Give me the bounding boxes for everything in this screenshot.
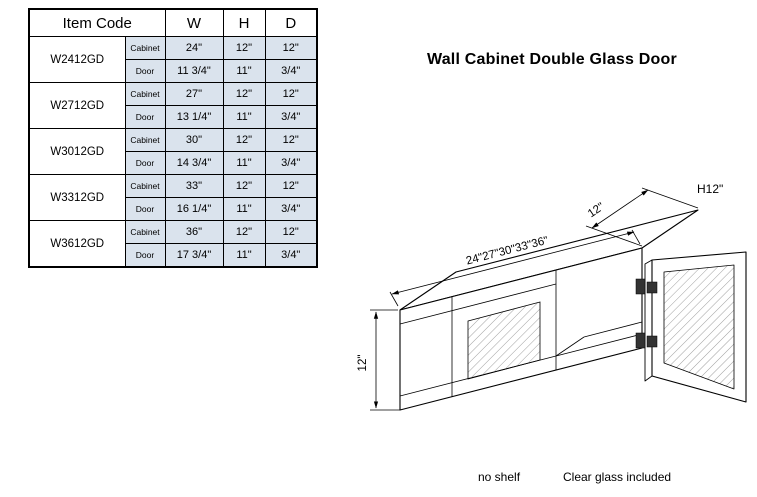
door-w-cell: 17 3/4" [164, 243, 224, 268]
cabinet-h-cell: 12" [222, 82, 266, 106]
door-h-cell: 11" [222, 105, 266, 129]
row-label-door: Door [124, 105, 166, 129]
row-label-door: Door [124, 243, 166, 268]
table-row: W3012GD Cabinet 30" 12" 12" [28, 128, 318, 175]
cabinet-interior-lines [555, 321, 643, 357]
page-title: Wall Cabinet Double Glass Door [427, 51, 677, 68]
cabinet-h-cell: 12" [222, 220, 266, 244]
door-w-cell: 16 1/4" [164, 197, 224, 221]
door-h-cell: 11" [222, 151, 266, 175]
cabinet-h-cell: 12" [222, 36, 266, 60]
row-label-door: Door [124, 151, 166, 175]
item-code-cell: W3312GD [28, 174, 126, 221]
cabinet-d-cell: 12" [264, 220, 318, 244]
hinge-icon [635, 332, 646, 349]
cabinet-h-cell: 12" [222, 128, 266, 152]
cabinet-w-cell: 33" [164, 174, 224, 198]
door-glass [663, 264, 735, 390]
height-dim-label: 12" [357, 355, 369, 372]
hinge-icon [635, 278, 646, 295]
item-code-cell: W3612GD [28, 220, 126, 268]
cabinet-w-cell: 27" [164, 82, 224, 106]
door-h-cell: 11" [222, 59, 266, 83]
row-label-door: Door [124, 59, 166, 83]
hinge-icon [646, 335, 658, 348]
door-w-cell: 11 3/4" [164, 59, 224, 83]
cabinet-d-cell: 12" [264, 36, 318, 60]
depth-dim-label: 12" [586, 201, 607, 220]
row-label-cabinet: Cabinet [124, 128, 166, 152]
door-d-cell: 3/4" [264, 151, 318, 175]
table-row: W3312GD Cabinet 33" 12" 12" [28, 174, 318, 221]
header-d: D [264, 8, 318, 37]
header-item-code: Item Code [28, 8, 166, 37]
note-clear-glass: Clear glass included [563, 470, 672, 484]
cabinet-w-cell: 30" [164, 128, 224, 152]
spec-table: Item Code W H D W2412GD Cabinet 24" 12" … [28, 8, 318, 268]
door-d-cell: 3/4" [264, 197, 318, 221]
cabinet-d-cell: 12" [264, 82, 318, 106]
header-w: W [164, 8, 224, 37]
hinge-icons [635, 278, 658, 349]
cabinet-h-cell: 12" [222, 174, 266, 198]
table-row: Door 14 3/4" 11" 3/4" [29, 151, 318, 175]
table-row: Door 11 3/4" 11" 3/4" [29, 59, 318, 83]
door-w-cell: 13 1/4" [164, 105, 224, 129]
left-door-glass [467, 301, 541, 380]
dimension-lines [370, 187, 699, 411]
cabinet-diagram: 24"27"30"33"36" 12" 12" H12" [357, 182, 747, 411]
table-row: Door 16 1/4" 11" 3/4" [29, 197, 318, 221]
door-edge [644, 259, 653, 382]
table-row: W2712GD Cabinet 27" 12" 12" [28, 82, 318, 129]
table-row: Door 13 1/4" 11" 3/4" [29, 105, 318, 129]
cabinet-d-cell: 12" [264, 128, 318, 152]
header-h: H [222, 8, 266, 37]
cabinet-w-cell: 36" [164, 220, 224, 244]
door-d-cell: 3/4" [264, 59, 318, 83]
row-label-door: Door [124, 197, 166, 221]
item-code-cell: W2712GD [28, 82, 126, 129]
row-label-cabinet: Cabinet [124, 174, 166, 198]
door-d-cell: 3/4" [264, 105, 318, 129]
table-row: Door 17 3/4" 11" 3/4" [29, 243, 318, 268]
row-label-cabinet: Cabinet [124, 220, 166, 244]
item-code-cell: W2412GD [28, 36, 126, 83]
open-door [644, 251, 747, 403]
cabinet-d-cell: 12" [264, 174, 318, 198]
door-h-cell: 11" [222, 243, 266, 268]
overall-height-label: H12" [697, 182, 723, 196]
table-row: W2412GD Cabinet 24" 12" 12" [28, 36, 318, 83]
door-h-cell: 11" [222, 197, 266, 221]
note-no-shelf: no shelf [478, 470, 521, 484]
table-header-row: Item Code W H D [28, 8, 318, 37]
cabinet-w-cell: 24" [164, 36, 224, 60]
row-label-cabinet: Cabinet [124, 36, 166, 60]
row-label-cabinet: Cabinet [124, 82, 166, 106]
table-row: W3612GD Cabinet 36" 12" 12" [28, 220, 318, 268]
door-d-cell: 3/4" [264, 243, 318, 268]
item-code-cell: W3012GD [28, 128, 126, 175]
door-w-cell: 14 3/4" [164, 151, 224, 175]
hinge-icon [646, 281, 658, 294]
